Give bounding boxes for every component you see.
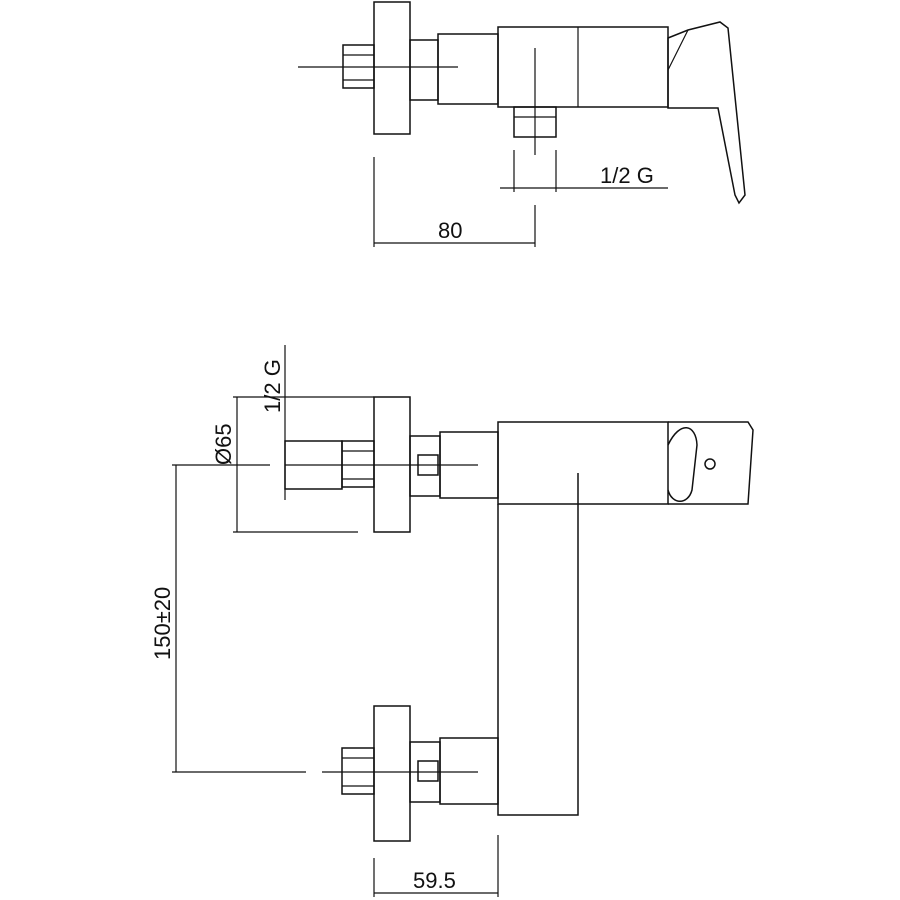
front-view: 1/2 G Ø65 150±20 59.5 <box>150 345 754 897</box>
side-thread-label: 1/2 G <box>260 359 285 413</box>
top-mixer-body <box>497 26 669 108</box>
lower-escutcheon <box>373 705 411 842</box>
top-connector-neck <box>437 33 499 105</box>
bottom-width-label: 59.5 <box>413 868 456 893</box>
top-connector <box>409 39 439 101</box>
front-mixer-column <box>497 473 579 816</box>
upper-square-marker <box>417 454 439 476</box>
top-outlet <box>513 106 557 138</box>
top-escutcheon <box>373 1 411 135</box>
diameter-label: Ø65 <box>211 423 236 465</box>
top-width-label: 80 <box>438 218 462 243</box>
lower-connector-neck <box>439 737 499 805</box>
front-lever-grip <box>667 427 698 502</box>
top-lever <box>667 21 746 205</box>
upper-connector <box>409 435 441 497</box>
center-distance-label: 150±20 <box>150 587 175 660</box>
top-view: 1/2 G 80 <box>298 1 746 247</box>
front-lever-screw <box>704 458 716 470</box>
lower-square-marker <box>417 760 439 782</box>
front-lever <box>668 421 754 505</box>
top-thread-label: 1/2 G <box>600 163 654 188</box>
front-mixer-top <box>497 421 669 505</box>
top-lever-edge <box>667 29 689 71</box>
upper-inlet-nut <box>341 440 375 488</box>
lower-inlet-nut <box>341 747 375 795</box>
